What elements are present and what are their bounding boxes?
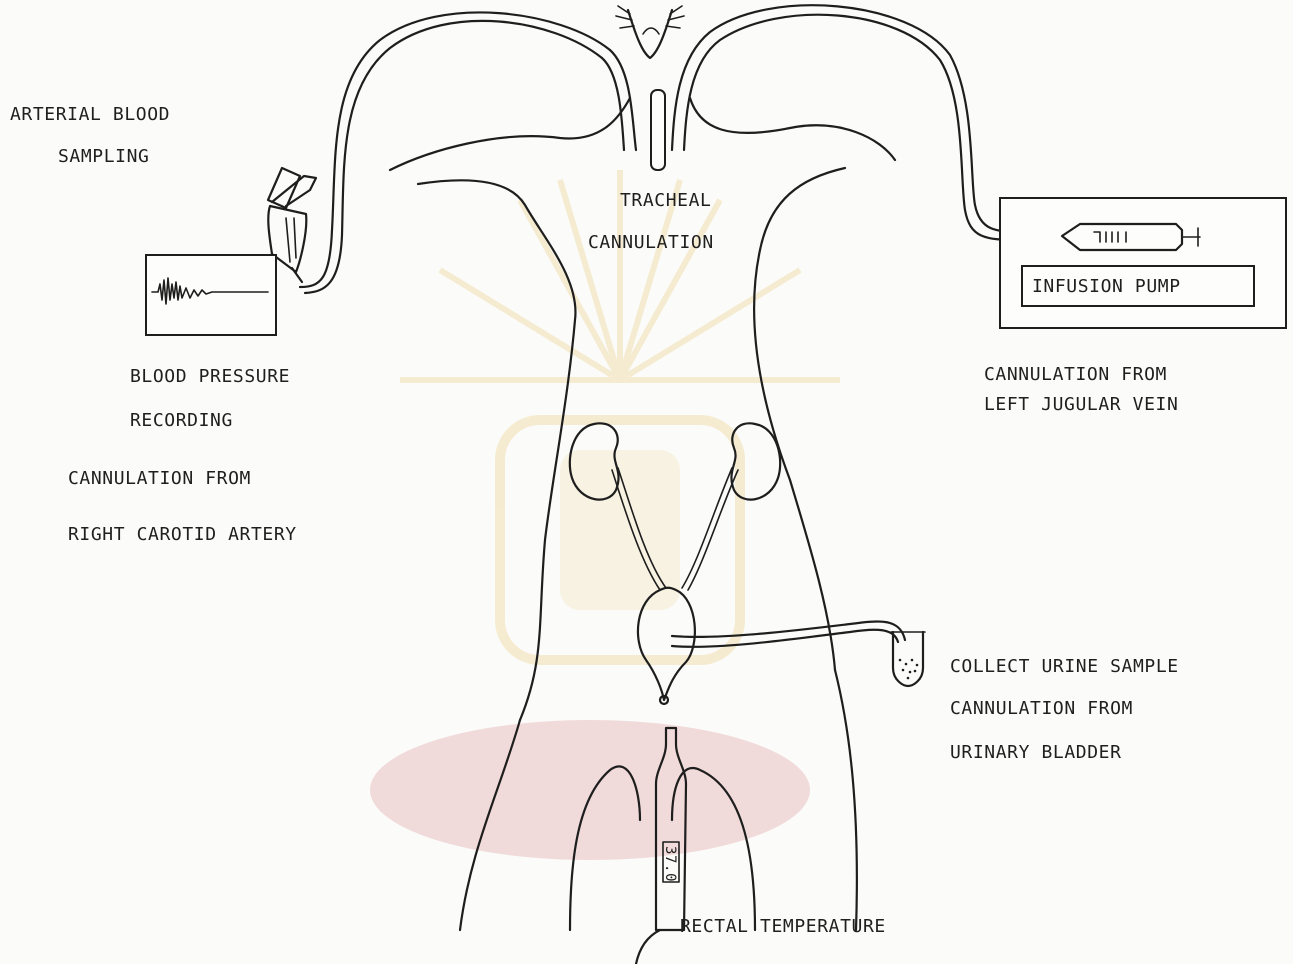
blood-pressure-label: BLOOD PRESSURE: [130, 366, 290, 387]
urinary-bladder-label: URINARY BLADDER: [950, 742, 1122, 763]
cannulation-from-left-label: CANNULATION FROM: [984, 364, 1167, 385]
rectal-temperature-label: RECTAL TEMPERATURE: [680, 916, 886, 937]
cannulation-from-right-label: CANNULATION FROM: [68, 468, 251, 489]
urine-collection-tube-icon: [891, 632, 925, 686]
arterial-blood-label: ARTERIAL BLOOD: [10, 104, 170, 125]
tracheal-label: TRACHEAL: [620, 190, 712, 211]
collect-urine-sample-label: COLLECT URINE SAMPLE: [950, 656, 1179, 677]
sampling-label: SAMPLING: [58, 146, 150, 167]
left-jugular-vein-label: LEFT JUGULAR VEIN: [984, 394, 1178, 415]
right-carotid-artery-label: RIGHT CAROTID ARTERY: [68, 524, 297, 545]
cannulation-from-bladder-label: CANNULATION FROM: [950, 698, 1133, 719]
watermark-seal: [370, 170, 840, 860]
tracheal-cannulation-label: CANNULATION: [588, 232, 714, 253]
rat-head: [616, 6, 684, 58]
bladder-catheter: [672, 621, 905, 646]
tracheal-cannula: [651, 90, 665, 170]
carotid-cannula-tube: [300, 12, 636, 293]
thermometer-reading: 37.0: [662, 846, 678, 882]
infusion-pump-label: INFUSION PUMP: [1032, 276, 1181, 297]
recording-label: RECORDING: [130, 410, 233, 431]
blood-pressure-recorder: [146, 255, 276, 335]
infusion-pump: INFUSION PUMP: [1000, 198, 1286, 328]
